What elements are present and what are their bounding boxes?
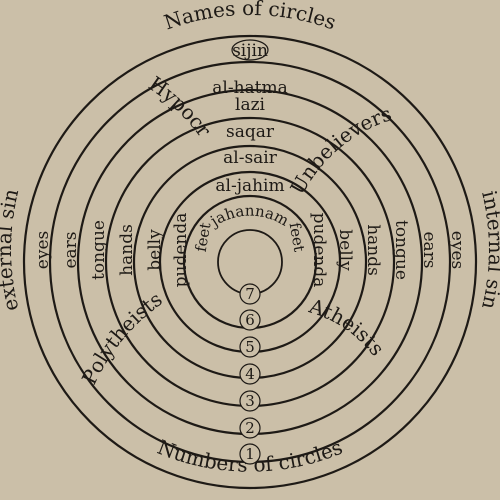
number-disc-1 xyxy=(239,443,261,465)
right-eyes: eyes xyxy=(447,231,467,269)
body-parts-right: eyes ears tongue hands belly pudenda fee… xyxy=(286,213,467,288)
number-disc-3 xyxy=(239,390,261,412)
number-2: 2 xyxy=(245,419,255,437)
label-external-sin: external sin xyxy=(0,186,23,313)
name-backdrop-sijin xyxy=(231,39,269,61)
number-disc-2 xyxy=(239,417,261,439)
circle-name-lazi: lazi xyxy=(235,95,266,115)
right-feet: feet xyxy=(286,221,309,253)
body-parts-left: eyes ears tongue hands belly pudenda fee… xyxy=(33,213,214,288)
right-pudenda: pudenda xyxy=(309,213,329,288)
left-pudenda: pudenda xyxy=(171,213,191,288)
circle-numbers: 7 6 5 4 3 2 1 xyxy=(239,283,261,465)
number-disc-6 xyxy=(239,309,261,331)
circle-name-jahannam: jahannam xyxy=(206,202,292,231)
circle-name-sijin: sijin xyxy=(232,41,268,61)
number-disc-4 xyxy=(239,363,261,385)
right-hands: hands xyxy=(363,224,383,276)
number-7: 7 xyxy=(245,285,255,303)
left-ears: ears xyxy=(61,231,81,268)
left-eyes: eyes xyxy=(33,231,53,269)
number-4: 4 xyxy=(245,365,255,383)
circle-name-al-hatma: al-hatma xyxy=(212,78,288,98)
left-hands: hands xyxy=(117,224,137,276)
left-feet: feet xyxy=(192,221,215,253)
label-internal-sin: internal sin xyxy=(477,188,500,311)
left-tongue: tongue xyxy=(89,220,109,280)
number-5: 5 xyxy=(245,338,255,356)
right-ears: ears xyxy=(419,231,439,268)
number-disc-5 xyxy=(239,336,261,358)
label-names-of-circles: Names of circles xyxy=(161,0,339,34)
number-3: 3 xyxy=(245,392,255,410)
number-1: 1 xyxy=(245,445,255,463)
circle-name-al-sair: al-sair xyxy=(223,148,278,168)
left-belly: belly xyxy=(145,229,165,271)
right-tongue: tongue xyxy=(391,220,411,280)
number-disc-7 xyxy=(239,283,261,305)
circle-name-saqar: saqar xyxy=(226,122,275,142)
ring-outer xyxy=(22,34,478,490)
right-belly: belly xyxy=(335,229,355,271)
label-atheists: Atheists xyxy=(306,293,390,360)
number-6: 6 xyxy=(245,311,255,329)
circle-name-al-jahim: al-jahim xyxy=(215,176,284,196)
label-polytheists: Polytheists xyxy=(77,287,167,388)
